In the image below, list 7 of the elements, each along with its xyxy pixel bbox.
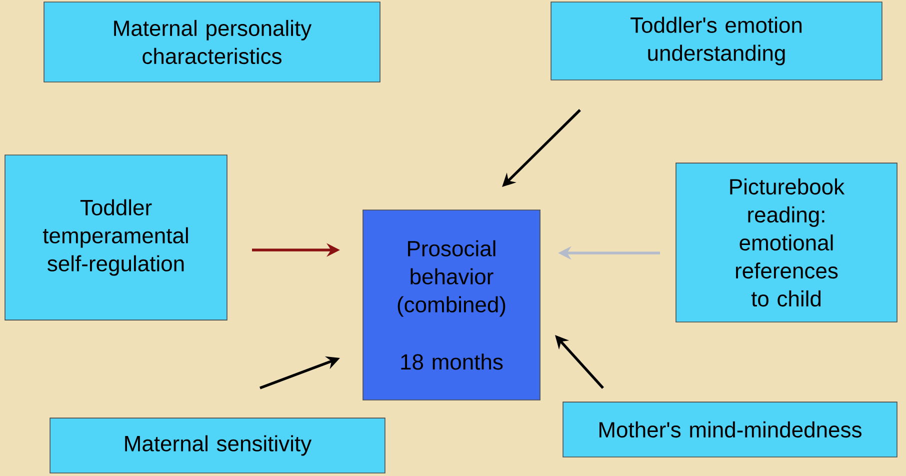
factor-box: Maternal sensitivity bbox=[50, 418, 386, 474]
factor-box: Toddler's emotion understanding bbox=[550, 2, 882, 80]
factor-box: Mother's mind-mindedness bbox=[562, 402, 898, 458]
factor-box: Maternal personality characteristics bbox=[44, 2, 380, 82]
factor-box: Toddler temperamental self-regulation bbox=[4, 154, 228, 320]
outcome-box: Prosocial behavior (combined) 18 months bbox=[362, 210, 540, 400]
factor-box: Picturebook reading: emotional references to child bbox=[676, 162, 898, 322]
